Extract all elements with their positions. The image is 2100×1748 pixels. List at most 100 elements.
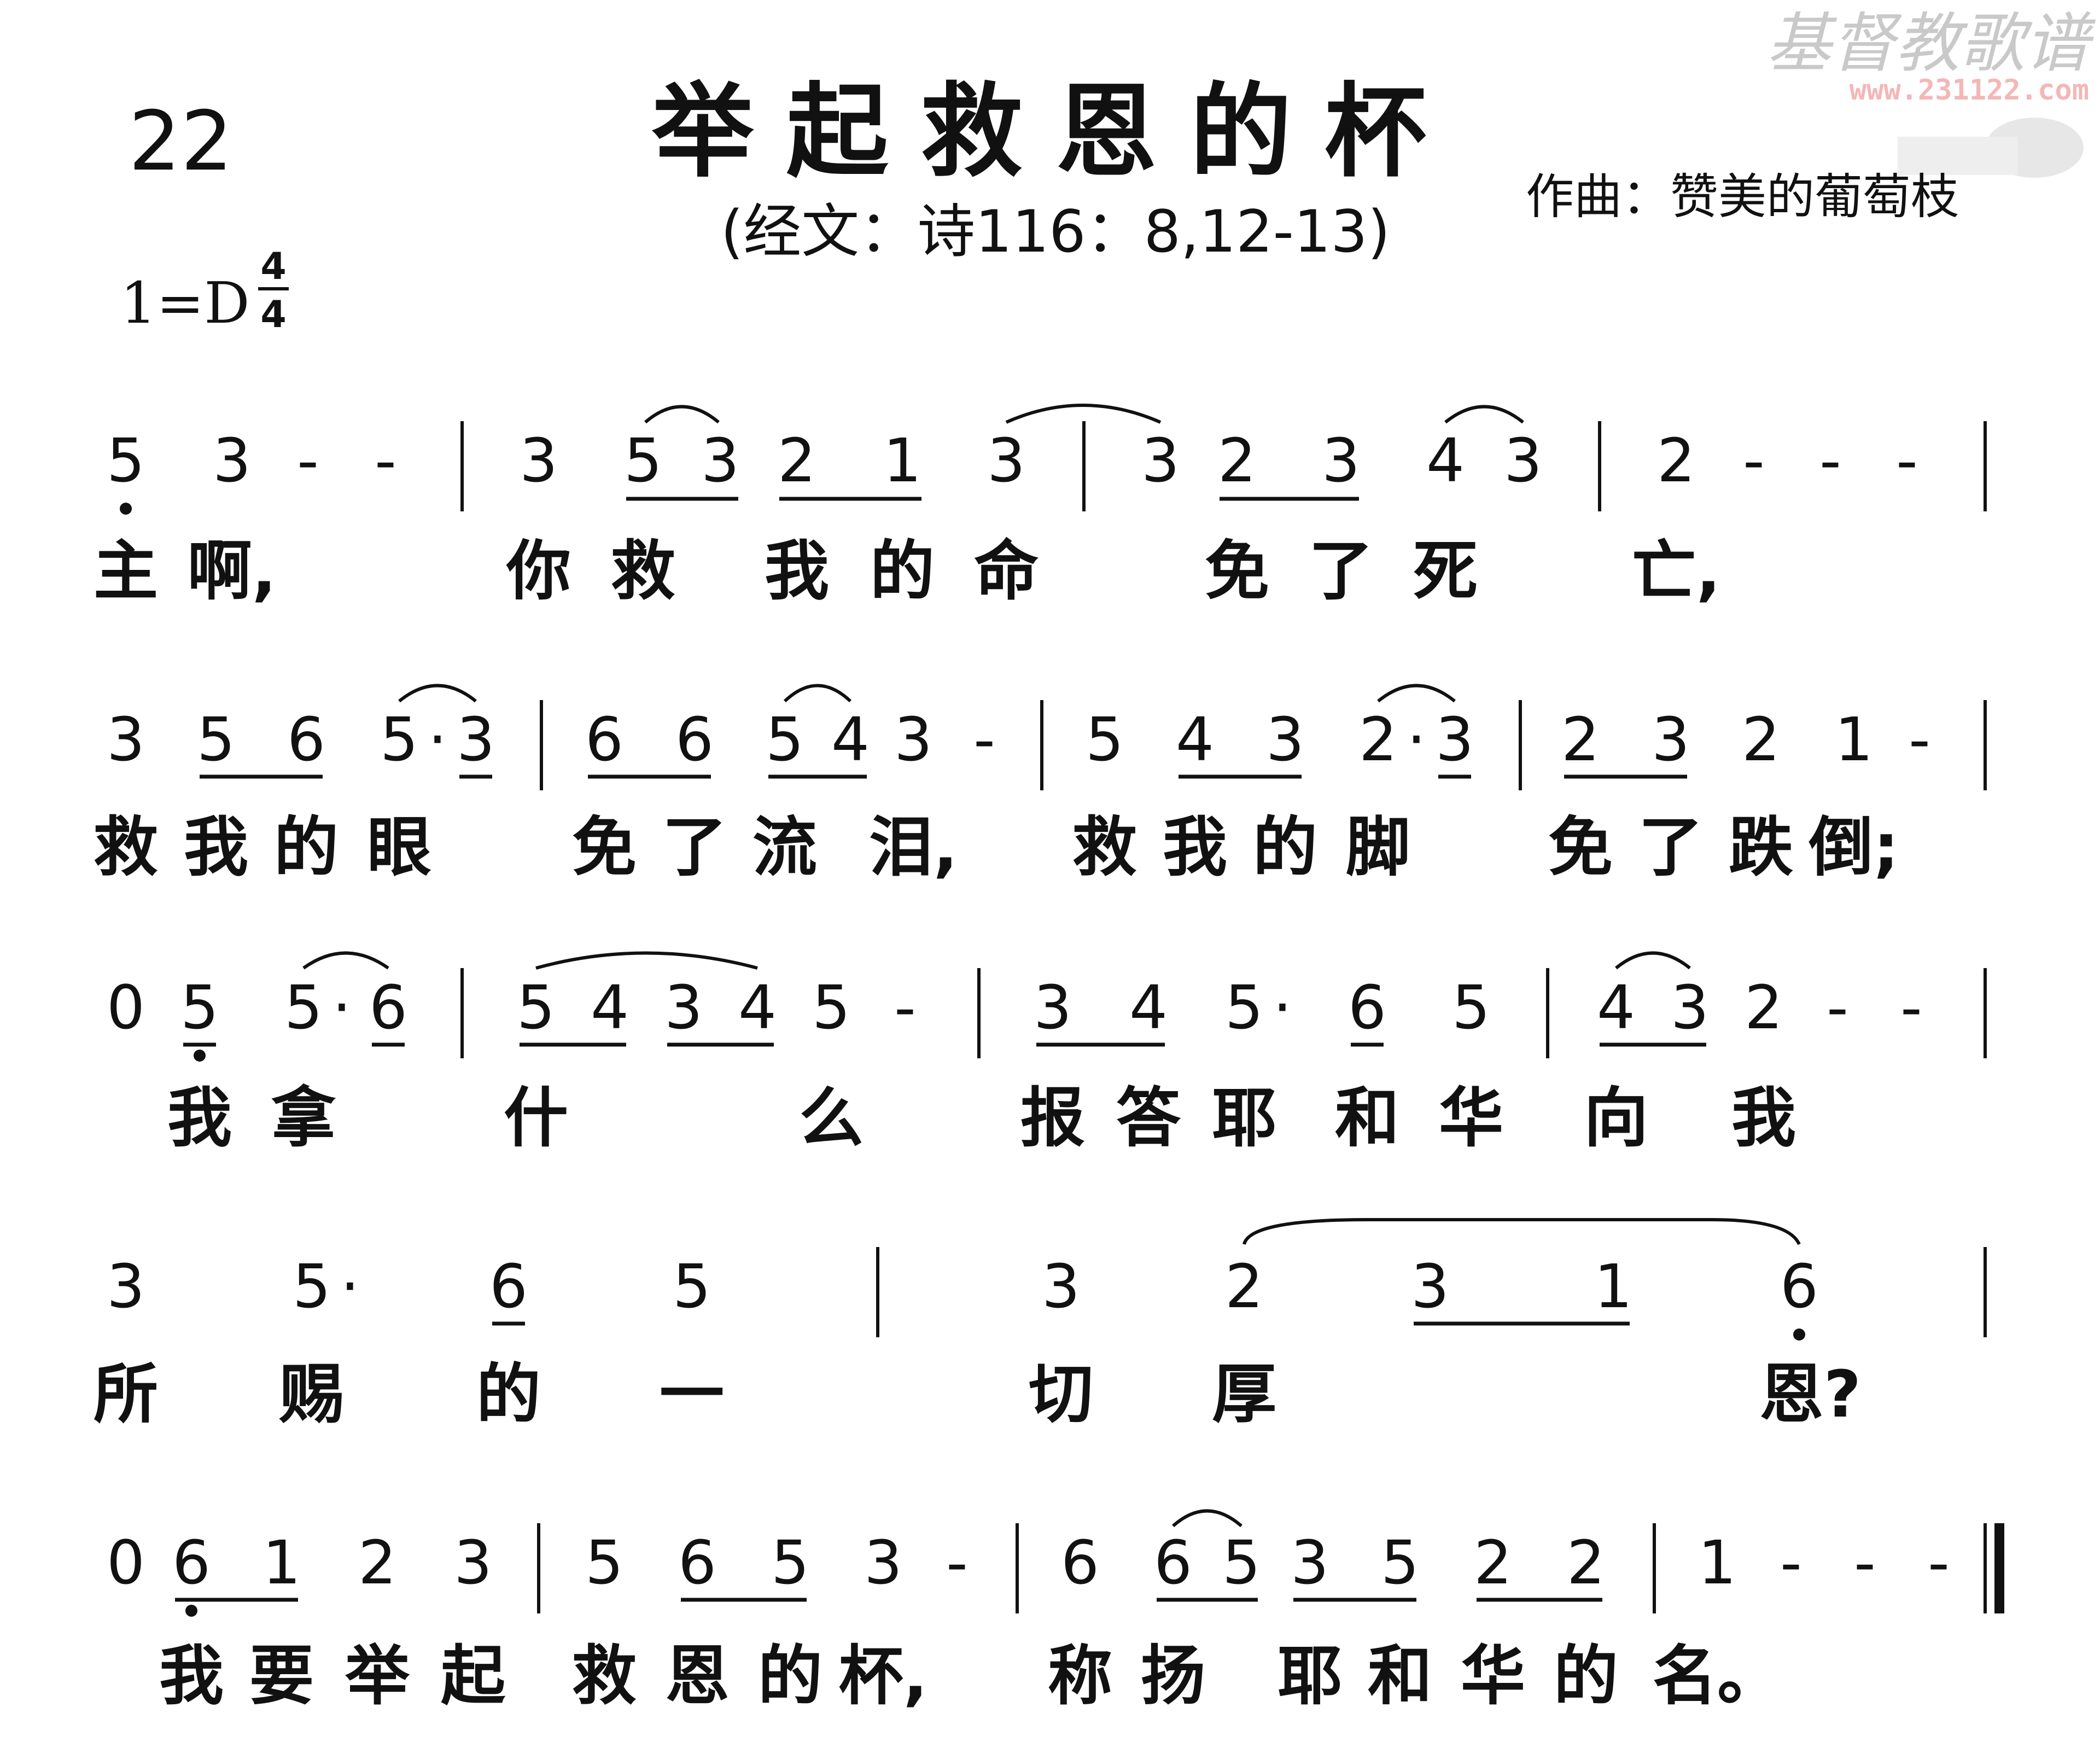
note: 4 bbox=[831, 704, 870, 774]
note: 5 bbox=[284, 972, 323, 1042]
note: 3 bbox=[1504, 426, 1542, 496]
note: 5 bbox=[1381, 1528, 1419, 1598]
note: 1 bbox=[1698, 1528, 1736, 1598]
note: 3 bbox=[520, 426, 558, 496]
lyric-syllable: 我 bbox=[167, 1080, 232, 1156]
note: 4 bbox=[1426, 426, 1465, 496]
note: 6 bbox=[369, 972, 407, 1042]
note: 0 bbox=[107, 1528, 145, 1598]
note: 1 bbox=[1594, 1251, 1632, 1321]
note: 4 bbox=[1176, 704, 1214, 774]
lyric-syllable: 脚 bbox=[1346, 809, 1410, 885]
lyric-syllable: 拿 bbox=[271, 1080, 336, 1156]
time-signature-denominator: 4 bbox=[260, 293, 286, 336]
note: 2 bbox=[1359, 704, 1397, 774]
lyric-syllable: 的 bbox=[1253, 809, 1317, 885]
note: 5 bbox=[380, 704, 418, 774]
note-dash: - bbox=[1909, 704, 1930, 774]
note: 5 bbox=[673, 1251, 711, 1321]
lyric-syllable: 眼 bbox=[367, 809, 431, 885]
lyric-syllable: 答 bbox=[1116, 1080, 1181, 1156]
lyric-syllable: 我 bbox=[159, 1638, 224, 1714]
lyric-syllable: 么 bbox=[799, 1080, 864, 1156]
note: 5 bbox=[624, 426, 662, 496]
lyric-syllable: 倒; bbox=[1808, 809, 1899, 885]
lyric-syllable: 我 bbox=[1163, 809, 1227, 885]
lyric-syllable: 耶 bbox=[1278, 1638, 1342, 1714]
note: 1 bbox=[883, 426, 921, 496]
lyric-syllable: 一 bbox=[660, 1356, 724, 1432]
note-dash: - bbox=[375, 426, 396, 496]
note: 0 bbox=[107, 972, 145, 1042]
augmentation-dot: · bbox=[1407, 704, 1426, 774]
note: 3 bbox=[864, 1528, 902, 1598]
lyric-syllable: 的 bbox=[476, 1356, 541, 1432]
note: 2 bbox=[1567, 1528, 1605, 1598]
lyric-syllable: 死 bbox=[1413, 533, 1478, 609]
lyric-syllable: 名。 bbox=[1653, 1638, 1782, 1714]
low-octave-dot bbox=[185, 1605, 197, 1617]
lyric-syllable: 要 bbox=[249, 1638, 314, 1714]
lyric-syllable: 向 bbox=[1584, 1080, 1648, 1156]
lyric-syllable: 免 bbox=[1205, 533, 1269, 609]
lyric-syllable: 报 bbox=[1020, 1080, 1085, 1156]
note-dash: - bbox=[1900, 972, 1922, 1042]
lyric-syllable: 扬 bbox=[1141, 1638, 1205, 1714]
note-dash: - bbox=[1827, 972, 1848, 1042]
lyric-syllable: 救 bbox=[1072, 809, 1137, 885]
lyric-syllable: 的 bbox=[870, 533, 935, 609]
lyric-syllable: 的 bbox=[1554, 1638, 1618, 1714]
note: 3 bbox=[1322, 426, 1360, 496]
note: 3 bbox=[1291, 1528, 1329, 1598]
lyric-syllable: 救 bbox=[94, 809, 158, 885]
note: 4 bbox=[1597, 972, 1635, 1042]
note: 3 bbox=[1141, 426, 1180, 496]
key-signature: 1=D bbox=[120, 270, 250, 336]
note: 2 bbox=[358, 1528, 396, 1598]
lyric-syllable: 杯, bbox=[839, 1638, 928, 1714]
note: 5 bbox=[107, 426, 145, 496]
watermark-logo-text: 基督教歌谱 bbox=[1766, 5, 2096, 81]
augmentation-dot: · bbox=[428, 704, 447, 774]
note: 6 bbox=[678, 1528, 716, 1598]
lyric-syllable: 了 bbox=[1309, 533, 1373, 609]
note: 3 bbox=[1042, 1251, 1080, 1321]
lyric-syllable: 称 bbox=[1048, 1638, 1112, 1714]
lyric-syllable: 亡, bbox=[1632, 533, 1721, 609]
lyric-syllable: 厚 bbox=[1212, 1356, 1276, 1432]
lyric-syllable: 什 bbox=[504, 1080, 568, 1156]
lyric-syllable: 你 bbox=[506, 533, 571, 609]
note: 6 bbox=[675, 704, 714, 774]
lyric-syllable: 救 bbox=[572, 1638, 637, 1714]
note: 3 bbox=[894, 704, 932, 774]
watermark-emblem bbox=[1898, 118, 2084, 178]
note: 6 bbox=[585, 704, 623, 774]
lyric-syllable: 了 bbox=[1638, 809, 1703, 885]
lyric-syllable: 了 bbox=[662, 809, 727, 885]
note: 4 bbox=[1129, 972, 1168, 1042]
lyric-syllable: 切 bbox=[1029, 1356, 1093, 1432]
note: 4 bbox=[591, 972, 629, 1042]
song-number: 22 bbox=[129, 94, 233, 189]
lyric-syllable: 流 bbox=[752, 809, 817, 885]
lyric-syllable: 赐 bbox=[279, 1356, 344, 1432]
lyric-syllable: 的 bbox=[274, 809, 339, 885]
note: 3 bbox=[1266, 704, 1304, 774]
lyric-syllable: 啊, bbox=[188, 533, 277, 609]
scripture-reference: (经文：诗116：8,12-13) bbox=[721, 198, 1390, 265]
note-dash: - bbox=[1780, 1528, 1802, 1598]
note-dash: - bbox=[973, 704, 995, 774]
slurs bbox=[302, 404, 1801, 1528]
augmentation-dot: · bbox=[332, 972, 352, 1042]
note: 3 bbox=[107, 704, 145, 774]
lyric-syllable: 举 bbox=[345, 1638, 410, 1714]
low-octave-dot bbox=[194, 1050, 206, 1062]
lyric-syllable: 跌 bbox=[1729, 809, 1793, 885]
note: 2 bbox=[1474, 1528, 1512, 1598]
